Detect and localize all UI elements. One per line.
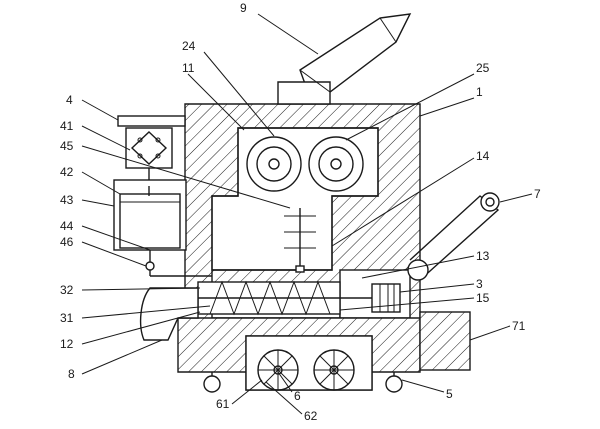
label-11: 11	[182, 61, 195, 75]
label-7: 7	[534, 187, 541, 201]
label-9: 9	[240, 1, 247, 15]
motor-coupling	[371, 283, 401, 313]
label-62: 62	[304, 409, 318, 423]
push-handle	[407, 192, 500, 281]
label-1: 1	[476, 85, 483, 99]
wheel-right	[385, 372, 403, 393]
screw-conveyor	[197, 280, 372, 316]
leader-lines	[81, 13, 533, 415]
label-61: 61	[216, 397, 230, 411]
rotor-blade-left	[257, 349, 299, 391]
label-12: 12	[60, 337, 74, 351]
label-24: 24	[182, 39, 196, 53]
label-42: 42	[60, 165, 74, 179]
label-45: 45	[60, 139, 74, 153]
crushing-roller-left	[246, 136, 302, 192]
label-15: 15	[476, 291, 490, 305]
stirring-shaft	[284, 208, 316, 273]
feed-hopper	[277, 13, 412, 105]
discharge-chute	[139, 287, 199, 341]
label-5: 5	[446, 387, 453, 401]
label-14: 14	[476, 149, 490, 163]
rotor-blade-right	[313, 349, 355, 391]
label-44: 44	[60, 219, 74, 233]
label-3: 3	[476, 277, 483, 291]
wheel-left	[203, 372, 221, 393]
label-4: 4	[66, 93, 73, 107]
crushing-roller-right	[308, 136, 364, 192]
base-frame	[177, 311, 471, 391]
label-31: 31	[60, 311, 74, 325]
label-71: 71	[512, 319, 526, 333]
label-43: 43	[60, 193, 74, 207]
label-13: 13	[476, 249, 490, 263]
label-25: 25	[476, 61, 490, 75]
water-tank	[113, 179, 187, 251]
label-6: 6	[294, 389, 301, 403]
label-32: 32	[60, 283, 74, 297]
label-8: 8	[68, 367, 75, 381]
label-46: 46	[60, 235, 74, 249]
crushing-chamber	[211, 127, 379, 271]
bracket	[117, 115, 186, 127]
label-41: 41	[60, 119, 74, 133]
